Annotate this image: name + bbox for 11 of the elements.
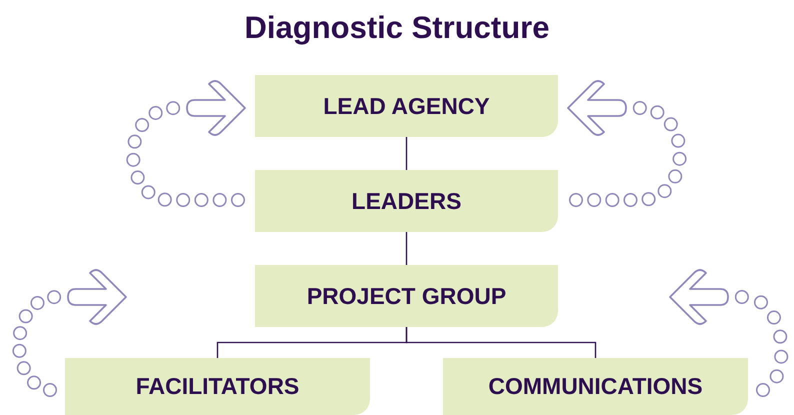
role-label: LEAD AGENCY: [323, 92, 490, 120]
role-box: [255, 170, 558, 232]
role-label: PROJECT GROUP: [306, 282, 506, 310]
role-box: [255, 75, 558, 137]
diagram-title: Diagnostic Structure: [244, 10, 550, 46]
role-box: [443, 358, 748, 415]
role-box: [65, 358, 370, 415]
role-label: FACILITATORS: [136, 373, 300, 400]
role-box: [255, 265, 558, 327]
role-label: LEADERS: [352, 188, 462, 214]
role-label: COMMUNICATIONS: [488, 373, 703, 400]
